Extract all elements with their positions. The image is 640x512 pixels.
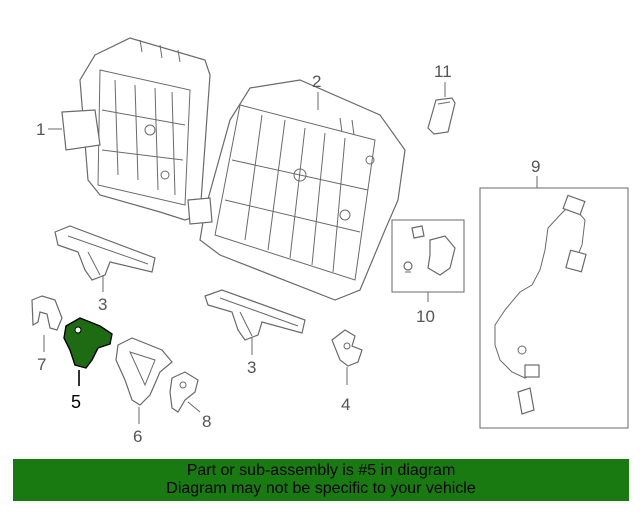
callout-3b[interactable]: 3: [247, 358, 256, 377]
callout-9[interactable]: 9: [531, 157, 540, 176]
callout-2[interactable]: 2: [312, 72, 321, 91]
part-6-bracket[interactable]: [115, 337, 173, 406]
callout-4[interactable]: 4: [341, 395, 350, 414]
part-9-box: [479, 187, 629, 429]
part-7-clip[interactable]: [31, 295, 63, 331]
callout-1[interactable]: 1: [36, 120, 45, 139]
part-3-hinge-bracket-middle[interactable]: [204, 289, 306, 341]
part-8-plate[interactable]: [169, 371, 199, 413]
banner-line-1: Part or sub-assembly is #5 in diagram: [186, 462, 456, 479]
callout-5[interactable]: 5: [71, 392, 81, 412]
part-9-wiring-harness[interactable]: [494, 194, 587, 415]
callout-7[interactable]: 7: [37, 355, 46, 374]
part-11-cover[interactable]: [427, 97, 456, 135]
callout-6[interactable]: 6: [133, 427, 142, 446]
part-3-hinge-bracket-left[interactable]: [54, 225, 156, 281]
part-10-bracket-kit[interactable]: [403, 225, 456, 276]
part-1-seatback-frame-left[interactable]: [61, 37, 211, 221]
info-banner: Part or sub-assembly is #5 in diagram Di…: [13, 459, 629, 501]
callout-11[interactable]: 11: [434, 62, 452, 81]
callout-8[interactable]: 8: [202, 412, 211, 431]
leader-8: [187, 401, 201, 413]
part-2-seatback-frame-right[interactable]: [187, 79, 406, 301]
part-4-bracket[interactable]: [331, 329, 363, 367]
callout-3a[interactable]: 3: [98, 295, 107, 314]
part-5-bracket-highlighted[interactable]: [63, 317, 113, 369]
parts-diagram: 1 2 3 3 4 5 6: [31, 37, 629, 446]
callout-10[interactable]: 10: [416, 307, 435, 326]
banner-line-2: Diagram may not be specific to your vehi…: [166, 480, 476, 497]
